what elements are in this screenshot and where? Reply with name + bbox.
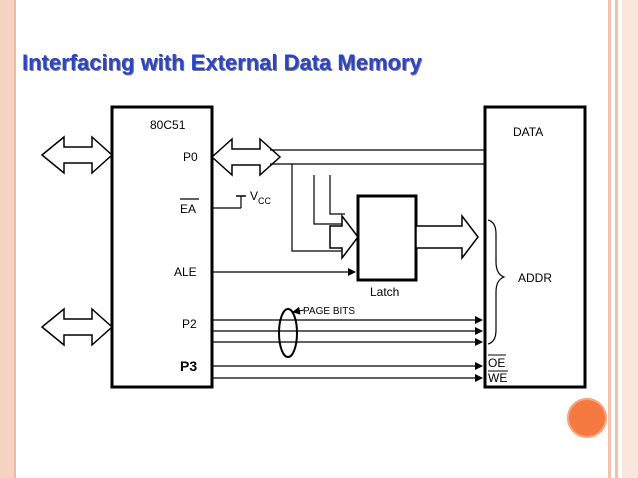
memory-block (483, 105, 587, 389)
memory-addr-label: ADDR (518, 271, 552, 285)
right-border-decoration (608, 0, 638, 478)
p0-bus-arrow (210, 137, 282, 177)
latch-label: Latch (370, 285, 399, 299)
left-bus-arrow-bottom (40, 307, 114, 347)
memory-oe-label: OE (488, 356, 505, 370)
memory-we-label: WE (488, 371, 507, 385)
address-brace (487, 219, 506, 345)
left-bus-arrow-top (40, 135, 114, 175)
page-bits-label: PAGE BITS (303, 306, 355, 317)
pin-p2-label: P2 (182, 317, 197, 331)
vcc-label: VCC (250, 189, 272, 206)
page-bits-ellipse (278, 308, 298, 358)
orange-circle-decoration (567, 398, 607, 438)
memory-data-label: DATA (513, 125, 543, 139)
page-bits-pointer (292, 306, 305, 315)
latch-output-arrow (415, 213, 479, 261)
p0-to-latch-line-b (313, 175, 345, 225)
p0-to-latch-line-c (329, 175, 345, 215)
pin-ea-label: EA (180, 202, 196, 216)
latch-input-arrow (329, 213, 359, 261)
mcu-block (110, 105, 214, 389)
pin-p3-label: P3 (180, 358, 197, 374)
p0-to-latch-line-a (291, 164, 345, 252)
pin-ale-label: ALE (174, 265, 197, 279)
latch-block (356, 194, 418, 282)
slide-title: Interfacing with External Data Memory (22, 50, 422, 75)
left-border-decoration (0, 0, 16, 478)
pin-p0-label: P0 (183, 150, 198, 164)
mcu-label: 80C51 (150, 118, 186, 132)
